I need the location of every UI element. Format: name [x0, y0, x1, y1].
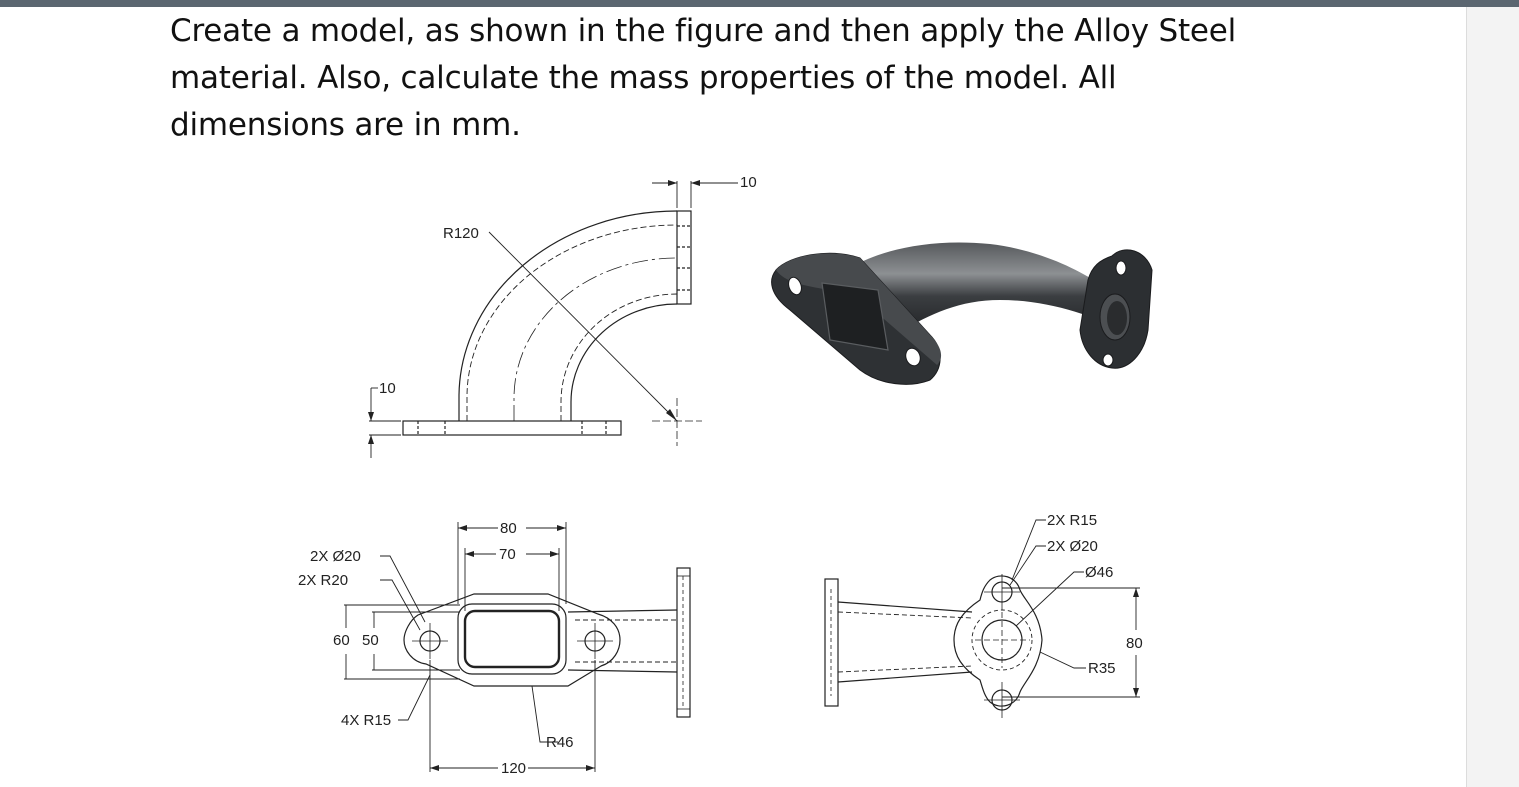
label-height-50: 50 [362, 632, 379, 649]
document-page [0, 7, 1466, 787]
problem-line-2: material. Also, calculate the mass prope… [170, 60, 1117, 96]
window-top-bar [0, 0, 1519, 7]
label-body-radius: R35 [1088, 660, 1116, 677]
label-end-radius: 2X R15 [1047, 512, 1097, 529]
problem-statement: Create a model, as shown in the figure a… [170, 8, 1290, 149]
top-flange [676, 210, 692, 305]
label-hole-spacing: 120 [501, 760, 526, 777]
front-view [368, 180, 738, 458]
top-view-flange-outline [403, 593, 621, 687]
label-hole-diameter: 2X Ø20 [310, 548, 361, 565]
label-fillet-radius: 4X R15 [341, 712, 391, 729]
isometric-model [771, 242, 1153, 385]
bottom-flange [402, 420, 622, 436]
elbow-inner [570, 303, 678, 421]
top-view [344, 522, 691, 772]
label-bore-diameter: Ø46 [1085, 564, 1113, 581]
problem-line-1: Create a model, as shown in the figure a… [170, 13, 1237, 49]
label-corner-radius: 2X R20 [298, 572, 348, 589]
top-view-side-flange [676, 567, 691, 718]
side-view [824, 519, 1140, 718]
label-width-80: 80 [500, 520, 517, 537]
label-height-60: 60 [333, 632, 350, 649]
top-view-inner-rect [463, 609, 561, 669]
label-top-flange-thickness: 10 [740, 174, 757, 191]
label-lobe-radius: R46 [546, 734, 574, 751]
label-width-70: 70 [499, 546, 516, 563]
top-view-outer-rect [457, 603, 567, 675]
side-view-flange [824, 578, 839, 707]
side-view-flange-outline [953, 575, 1043, 707]
label-overall-height: 80 [1126, 635, 1143, 652]
label-side-hole-diameter: 2X Ø20 [1047, 538, 1098, 555]
label-r120: R120 [443, 225, 479, 242]
elbow-outer [458, 210, 678, 421]
vertical-scrollbar[interactable] [1466, 7, 1519, 787]
label-bottom-flange-thickness: 10 [379, 380, 396, 397]
problem-line-3: dimensions are in mm. [170, 107, 521, 143]
